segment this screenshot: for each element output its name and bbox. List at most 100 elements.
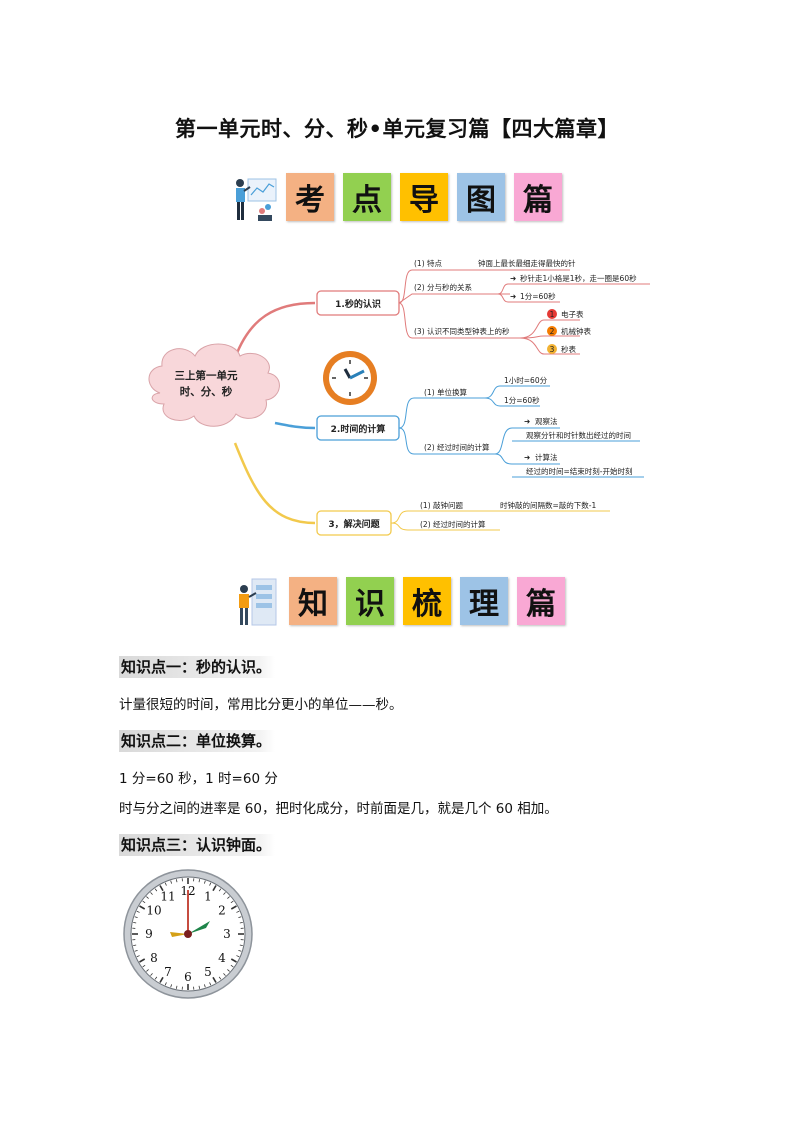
clock-tick [146, 896, 149, 899]
clock-tick [136, 955, 140, 958]
branch1-item1-note: 钟面上最长最细走得最快的针 [478, 258, 576, 268]
clock-tick [230, 958, 237, 963]
clock-tick [133, 944, 137, 947]
hour-hand [188, 921, 210, 934]
clock-tick [218, 888, 222, 892]
clock-tick [203, 880, 206, 884]
clock-number: 9 [145, 927, 153, 941]
clock-tick [139, 905, 146, 910]
clock-tick [154, 976, 158, 980]
banner-tile: 梳 [403, 577, 451, 625]
clock-tick [134, 949, 138, 952]
knowledge-point-2-text1: 1 分=60 秒，1 时=60 分 [119, 771, 278, 787]
center-label-line1: 三上第一单元 [175, 369, 238, 382]
branch2-item2: (2) 经过时间的计算 [424, 442, 490, 452]
clock-number: 5 [204, 965, 212, 979]
clock-face-icon: 12 1 2 3 4 5 6 7 8 9 10 11 [123, 869, 253, 999]
clock-tick [238, 949, 242, 952]
clock-tick [134, 916, 138, 919]
mind-map: 三上第一单元 时、分、秒 1.秒的认识 (1) 特点 钟面上最长最细走得最快的针… [148, 258, 650, 536]
teacher-figure-icon [236, 178, 277, 221]
branch2-item2-a: 观察法 [535, 416, 558, 426]
clock-tick [227, 969, 230, 972]
clock-tick [164, 882, 167, 886]
clock-tick [212, 976, 217, 983]
knowledge-point-2-title: 知识点二：单位换算。 [119, 730, 276, 752]
banner-tile: 篇 [517, 577, 565, 625]
clock-number: 8 [150, 951, 158, 965]
clock-number: 4 [218, 951, 226, 965]
clock-tick [133, 921, 137, 924]
branch1-connector [233, 301, 316, 359]
svg-text:3: 3 [550, 345, 555, 354]
clock-tick [159, 976, 164, 983]
banner-knowledge: 知 识 梳 理 篇 [232, 577, 572, 627]
clock-tick [146, 969, 149, 972]
branch3-item1: (1) 敲钟问题 [420, 500, 464, 510]
clock-number: 6 [184, 970, 192, 984]
student-figure-icon [239, 578, 277, 626]
clock-tick [230, 964, 234, 968]
arrow-icon: ➜ [510, 274, 516, 283]
banner-tile: 理 [460, 577, 508, 625]
clock-tick [150, 892, 153, 895]
banner-tile: 点 [343, 173, 391, 221]
svg-text:2: 2 [550, 327, 555, 336]
clock-number: 7 [164, 965, 172, 979]
clock-tick [239, 944, 243, 947]
banner-tile: 知 [289, 577, 337, 625]
clock-tick [136, 910, 140, 913]
clock-tick [175, 879, 178, 883]
branch1-item3: (3) 认识不同类型钟表上的秒 [414, 326, 510, 336]
banner-tile: 篇 [514, 173, 562, 221]
branch2-item2-a-note: 观察分针和时针数出经过的时间 [526, 430, 631, 440]
center-label-line2: 时、分、秒 [180, 385, 233, 398]
clock-tick [150, 973, 153, 976]
hand-tail [170, 932, 188, 937]
branch2-item1-a: 1小时=60分 [504, 375, 548, 385]
clock-tick [198, 985, 201, 989]
branch3-item1-note: 时钟敲的间隔数=敲的下数-1 [500, 500, 596, 510]
clock-tick [209, 982, 212, 986]
branch2-label: 2.时间的计算 [331, 423, 386, 435]
branch2-item2-b: 计算法 [535, 452, 558, 462]
clock-tick [236, 955, 240, 958]
branch1-item3-stopwatch: 秒表 [561, 344, 576, 354]
branch1-item2: (2) 分与秒的关系 [414, 282, 473, 292]
clock-number: 11 [160, 890, 175, 904]
branch1-item2-b: 1分=60秒 [520, 291, 556, 301]
banner-tile: 导 [400, 173, 448, 221]
branch2-connector [274, 421, 316, 430]
clock-number: 2 [218, 904, 226, 918]
branch1-item3-electronic: 电子表 [561, 309, 584, 319]
svg-text:1: 1 [550, 310, 555, 319]
arrow-icon: ➜ [524, 417, 530, 426]
knowledge-point-1-text: 计量很短的时间，常用比分更小的单位——秒。 [119, 697, 403, 713]
branch1-item3-mechanical: 机械钟表 [561, 326, 591, 336]
branch1-item1: (1) 特点 [414, 258, 443, 268]
clock-tick [198, 879, 201, 883]
clock-tick [142, 964, 146, 968]
clock-tick [175, 985, 178, 989]
clock-icon [323, 351, 377, 405]
clock-tick [170, 880, 173, 884]
clock-tick [223, 892, 226, 895]
clock-tick [236, 910, 240, 913]
clock-tick [139, 958, 146, 963]
center-cloud: 三上第一单元 时、分、秒 [148, 343, 280, 427]
branch3-item2: (2) 经过时间的计算 [420, 519, 486, 529]
clock-tick [223, 973, 226, 976]
branch2-item2-b-note: 经过的时间=结束时刻-开始时刻 [526, 466, 633, 476]
clock-number: 1 [204, 890, 212, 904]
banner-tile: 图 [457, 173, 505, 221]
page-title: 第一单元时、分、秒•单元复习篇【四大篇章】 [175, 117, 619, 141]
clock-tick [159, 885, 164, 892]
clock-number: 3 [223, 927, 231, 941]
clock-tick [212, 885, 217, 892]
clock-tick [142, 900, 146, 904]
clock-tick [218, 976, 222, 980]
knowledge-point-1-title: 知识点一：秒的认识。 [119, 656, 276, 678]
knowledge-point-2-text2: 时与分之间的进率是 60，把时化成分，时前面是几，就是几个 60 相加。 [119, 801, 558, 817]
arrow-icon: ➜ [524, 453, 530, 462]
banner-mind-map: 考 点 导 图 篇 [232, 173, 572, 223]
